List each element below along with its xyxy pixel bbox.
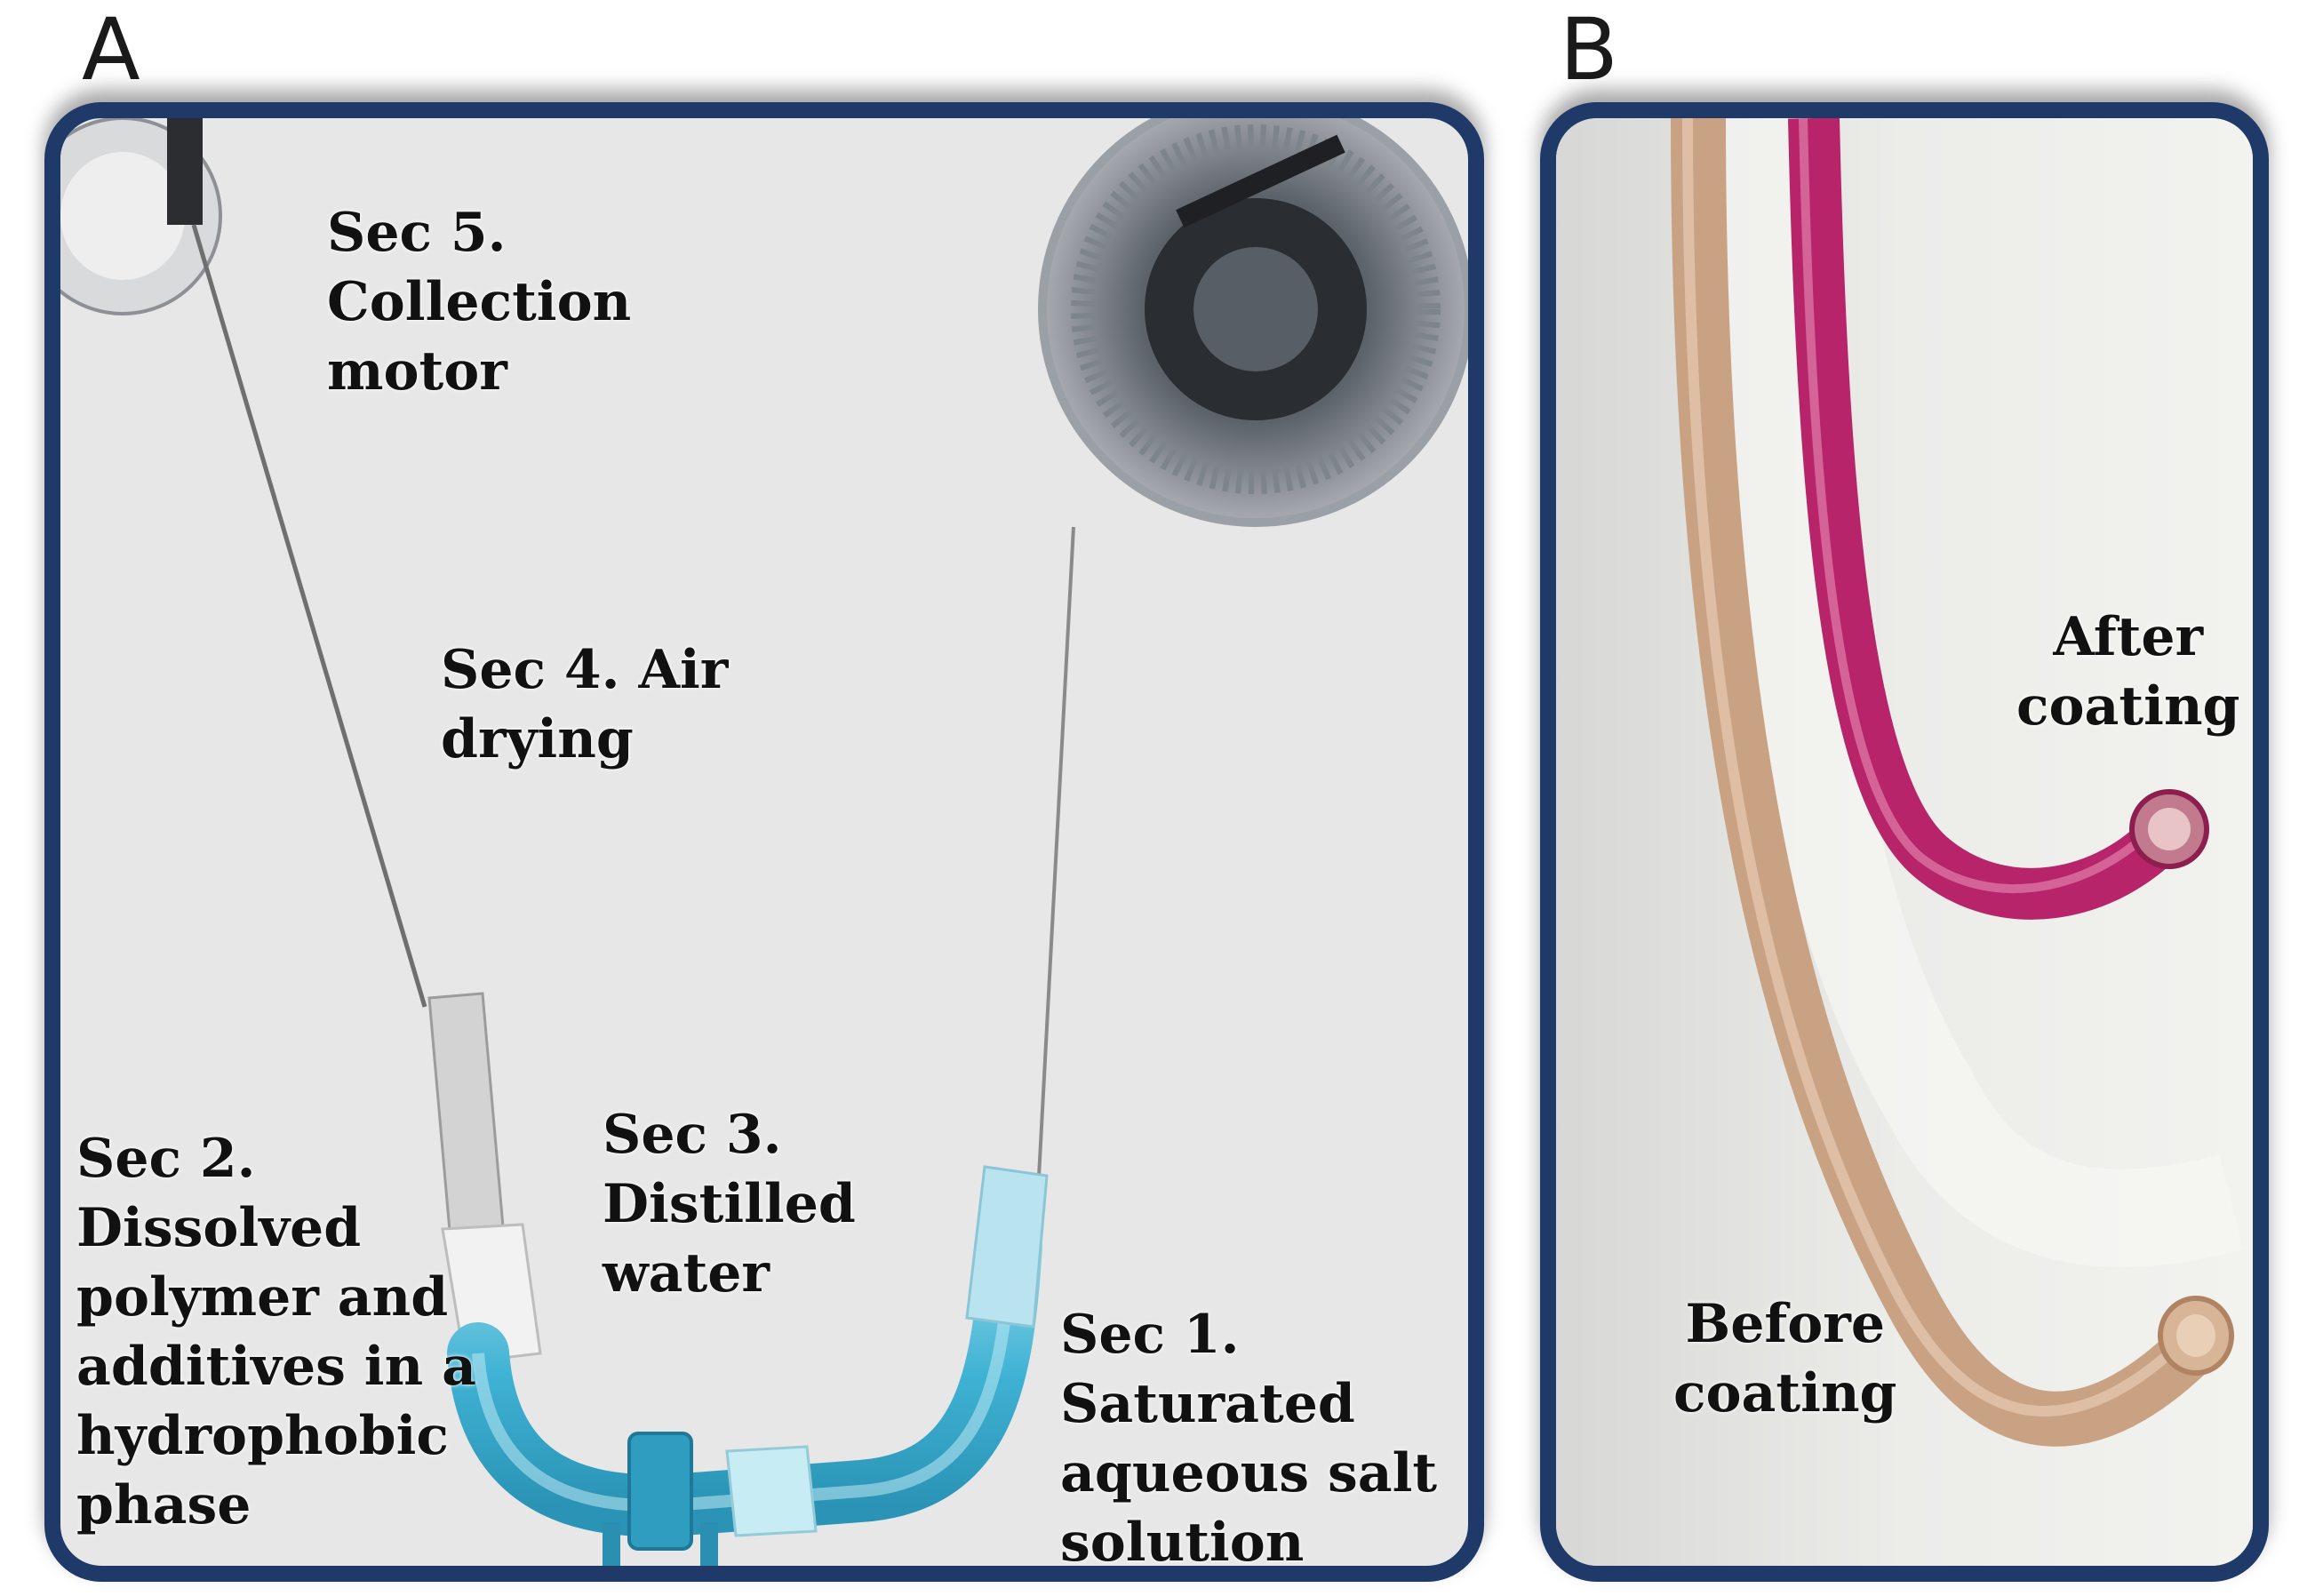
fiber-line-right <box>1036 526 1075 1194</box>
collection-motor <box>60 118 222 315</box>
label-sec2: Sec 2. Dissolved polymer and additives i… <box>76 1128 476 1536</box>
tube-assembly <box>427 992 1049 1566</box>
label-sec5: Sec 5. Collection motor <box>327 202 632 403</box>
panel-a-photo: Sec 5. Collection motor Sec 4. Air dryin… <box>44 102 1484 1582</box>
fiber-line-left <box>191 224 427 1008</box>
tube-after-coating <box>1788 118 2209 920</box>
label-sec1: Sec 1. Saturated aqueous salt solution <box>1060 1304 1438 1574</box>
feed-spool <box>1038 118 1468 527</box>
panel-a-letter: A <box>82 0 140 100</box>
label-after-coating: After coating <box>2016 606 2240 738</box>
label-sec4: Sec 4. Air drying <box>441 639 729 770</box>
panel-b-photo: After coating Before coating <box>1540 102 2269 1582</box>
label-before-coating: Before coating <box>1673 1293 1897 1424</box>
panel-a-illustration <box>60 118 1468 1566</box>
label-sec3: Sec 3. Distilled water <box>603 1104 856 1305</box>
panel-b-letter: B <box>1560 0 1618 100</box>
panel-b-illustration <box>1556 118 2253 1566</box>
tube-before-coating <box>1671 118 2234 1447</box>
